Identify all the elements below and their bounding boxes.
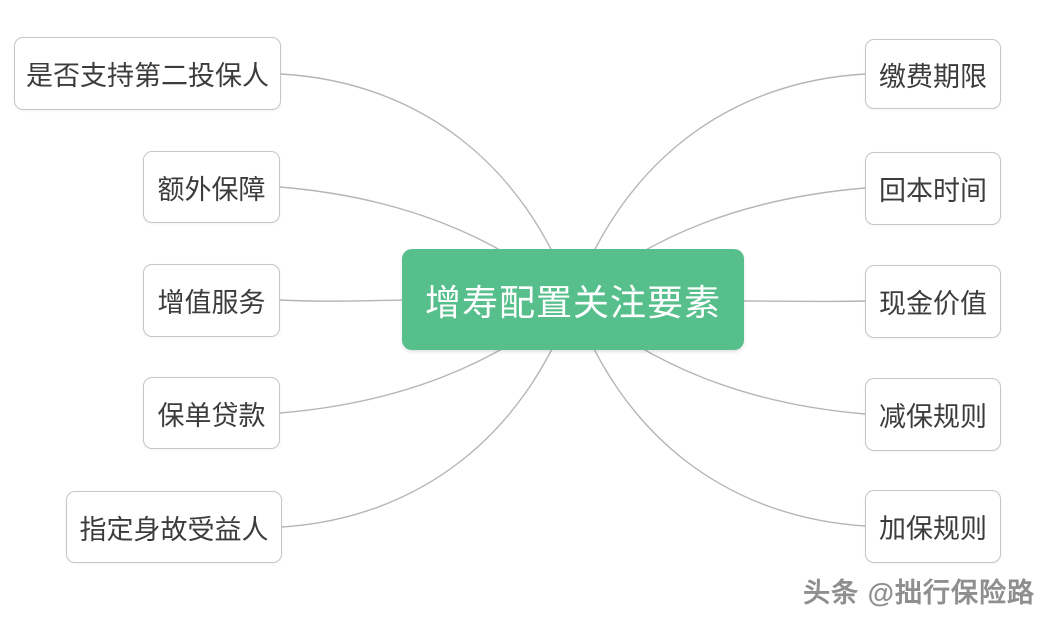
branch-node-payment-term[interactable]: 缴费期限: [865, 39, 1001, 109]
branch-node-death-beneficiary[interactable]: 指定身故受益人: [66, 491, 282, 563]
connector-line: [572, 73, 866, 301]
connector-line: [572, 299, 866, 527]
branch-node-second-policyholder[interactable]: 是否支持第二投保人: [14, 37, 281, 110]
watermark-text: 头条 @拙行保险路: [803, 578, 1035, 608]
branch-node-extra-protection[interactable]: 额外保障: [143, 151, 280, 223]
branch-node-addition-rules[interactable]: 加保规则: [865, 490, 1001, 563]
branch-node-reduction-rules[interactable]: 减保规则: [865, 378, 1001, 451]
branch-node-cash-value[interactable]: 现金价值: [865, 265, 1001, 338]
branch-node-value-added-services[interactable]: 增值服务: [143, 264, 280, 337]
central-topic-node[interactable]: 增寿配置关注要素: [402, 249, 744, 350]
connector-line: [281, 299, 574, 528]
connector-line: [280, 73, 574, 301]
branch-node-breakeven-time[interactable]: 回本时间: [865, 152, 1001, 225]
connector-line: [279, 299, 403, 302]
branch-node-policy-loan[interactable]: 保单贷款: [143, 377, 280, 449]
